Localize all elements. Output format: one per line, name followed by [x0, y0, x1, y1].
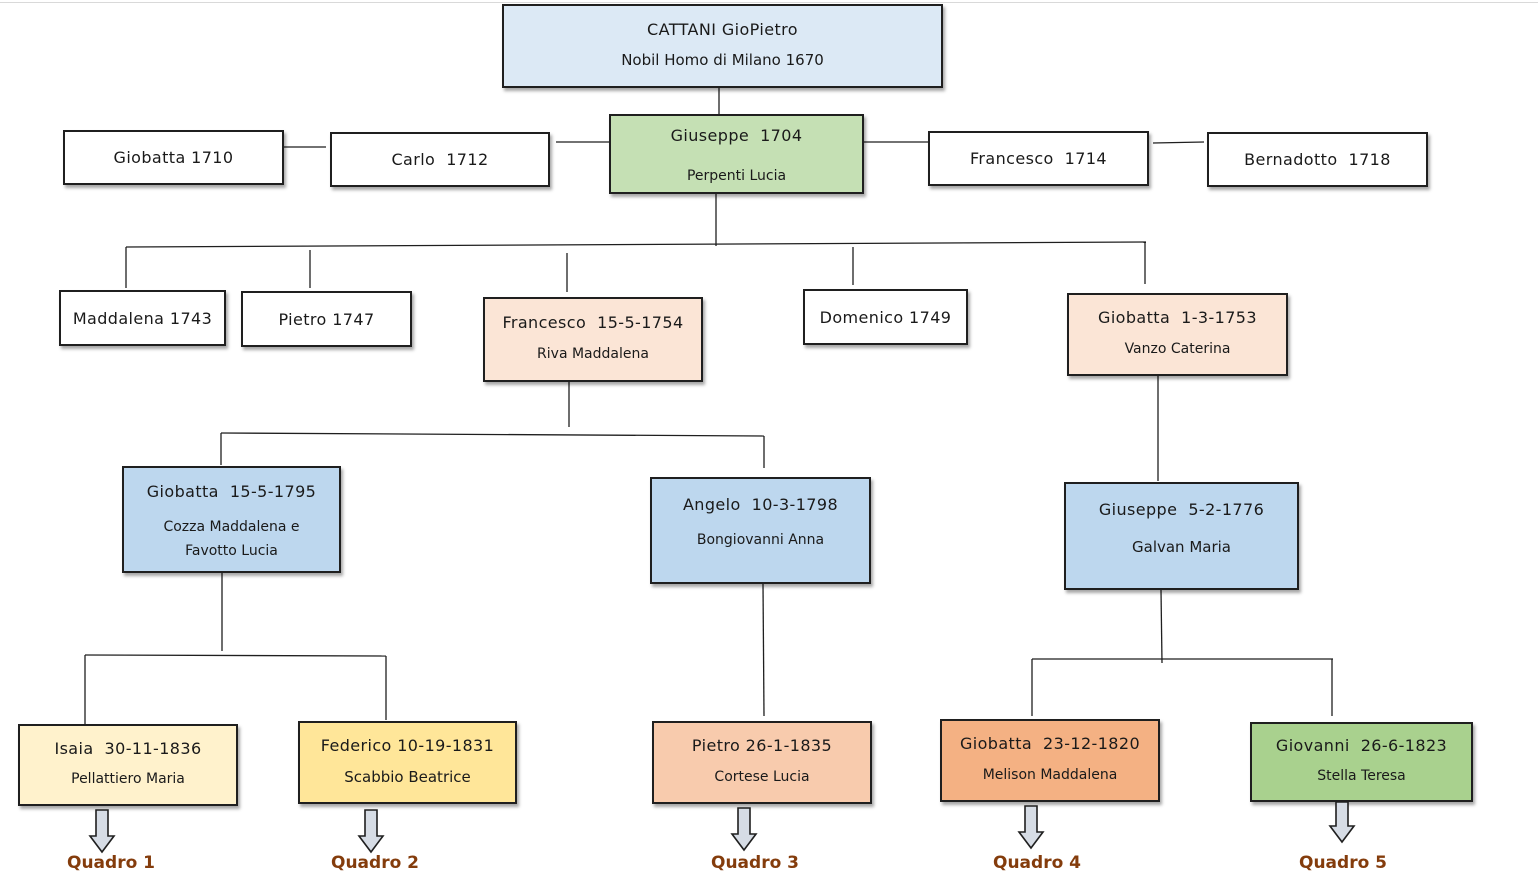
node-spouse: Stella Teresa — [1317, 767, 1406, 784]
node-name: CATTANI GioPietro — [647, 19, 798, 39]
connector-line — [1152, 141, 1205, 144]
node-name: Pietro 1747 — [278, 309, 375, 329]
node-name: Isaia 30-11-1836 — [54, 739, 202, 758]
quadro-4-label[interactable]: Quadro 4 — [993, 853, 1082, 873]
node-angelo-1798[interactable]: Angelo 10-3-1798 Bongiovanni Anna — [650, 477, 871, 584]
node-giobatta-1753[interactable]: Giobatta 1-3-1753 Vanzo Caterina — [1067, 293, 1288, 376]
node-name: Giobatta 15-5-1795 — [146, 482, 317, 501]
node-name: Giovanni 26-6-1823 — [1275, 736, 1448, 756]
node-spouse: Nobil Homo di Milano 1670 — [621, 51, 824, 70]
node-francesco-1754[interactable]: Francesco 15-5-1754 Riva Maddalena — [483, 297, 703, 382]
node-spouse: Cortese Lucia — [714, 768, 810, 785]
node-spouse: Bongiovanni Anna — [696, 532, 825, 548]
node-pietro-1747[interactable]: Pietro 1747 — [241, 291, 412, 347]
down-arrow-icon — [88, 809, 116, 854]
node-spouse: Perpenti Lucia — [686, 168, 787, 184]
node-giuseppe-1776[interactable]: Giuseppe 5-2-1776 Galvan Maria — [1064, 482, 1299, 590]
quadro-2-label[interactable]: Quadro 2 — [331, 853, 420, 873]
node-giobatta-1820[interactable]: Giobatta 23-12-1820 Melison Maddalena — [940, 719, 1160, 802]
node-cattani-giopietro[interactable]: CATTANI GioPietro Nobil Homo di Milano 1… — [502, 4, 943, 88]
quadro-1-label[interactable]: Quadro 1 — [67, 853, 156, 873]
node-spouse-2: Favotto Lucia — [185, 543, 278, 559]
connector-line — [762, 583, 765, 717]
node-bernadotto-1718[interactable]: Bernadotto 1718 — [1207, 132, 1428, 187]
quadro-3-label[interactable]: Quadro 3 — [711, 853, 800, 873]
node-name: Pietro 26-1-1835 — [691, 736, 833, 756]
node-name: Domenico 1749 — [819, 307, 952, 327]
node-domenico-1749[interactable]: Domenico 1749 — [803, 289, 968, 345]
node-giuseppe-1704[interactable]: Giuseppe 1704 Perpenti Lucia — [609, 114, 864, 194]
node-spouse: Cozza Maddalena e — [163, 519, 300, 535]
node-name: Federico 10-19-1831 — [320, 736, 495, 756]
node-spouse: Pellattiero Maria — [71, 771, 185, 787]
top-divider — [0, 2, 1538, 3]
node-pietro-1835[interactable]: Pietro 26-1-1835 Cortese Lucia — [652, 721, 872, 804]
node-carlo-1712[interactable]: Carlo 1712 — [330, 132, 550, 187]
node-name: Giobatta 23-12-1820 — [959, 734, 1141, 754]
down-arrow-icon — [357, 809, 385, 854]
node-name: Maddalena 1743 — [72, 308, 213, 328]
quadro-5-label[interactable]: Quadro 5 — [1299, 853, 1388, 873]
node-name: Giuseppe 5-2-1776 — [1098, 500, 1265, 519]
node-spouse: Riva Maddalena — [537, 346, 649, 362]
node-maddalena-1743[interactable]: Maddalena 1743 — [59, 290, 226, 346]
down-arrow-icon — [730, 807, 758, 852]
node-name: Angelo 10-3-1798 — [682, 495, 839, 514]
connector-line — [125, 241, 1147, 248]
node-spouse: Scabbio Beatrice — [344, 767, 471, 786]
connector-line — [84, 654, 387, 657]
node-name: Giobatta 1-3-1753 — [1098, 308, 1257, 328]
down-arrow-icon — [1328, 801, 1356, 844]
connector-line — [220, 432, 765, 437]
node-name: Francesco 1714 — [969, 149, 1107, 168]
node-federico-1831[interactable]: Federico 10-19-1831 Scabbio Beatrice — [298, 721, 517, 804]
node-name: Giuseppe 1704 — [670, 126, 803, 145]
connector-line — [1160, 589, 1163, 664]
node-isaia-1836[interactable]: Isaia 30-11-1836 Pellattiero Maria — [18, 724, 238, 806]
node-name: Giobatta 1710 — [113, 148, 234, 167]
node-giobatta-1710[interactable]: Giobatta 1710 — [63, 130, 284, 185]
node-name: Bernadotto 1718 — [1244, 150, 1391, 169]
node-francesco-1714[interactable]: Francesco 1714 — [928, 131, 1149, 186]
node-spouse: Melison Maddalena — [982, 766, 1118, 783]
node-giovanni-1823[interactable]: Giovanni 26-6-1823 Stella Teresa — [1250, 722, 1473, 802]
down-arrow-icon — [1017, 805, 1045, 850]
node-spouse: Galvan Maria — [1132, 538, 1231, 556]
node-name: Francesco 15-5-1754 — [502, 313, 684, 332]
node-name: Carlo 1712 — [391, 150, 489, 169]
node-giobatta-1795[interactable]: Giobatta 15-5-1795 Cozza Maddalena e Fav… — [122, 466, 341, 573]
node-spouse: Vanzo Caterina — [1124, 340, 1231, 357]
